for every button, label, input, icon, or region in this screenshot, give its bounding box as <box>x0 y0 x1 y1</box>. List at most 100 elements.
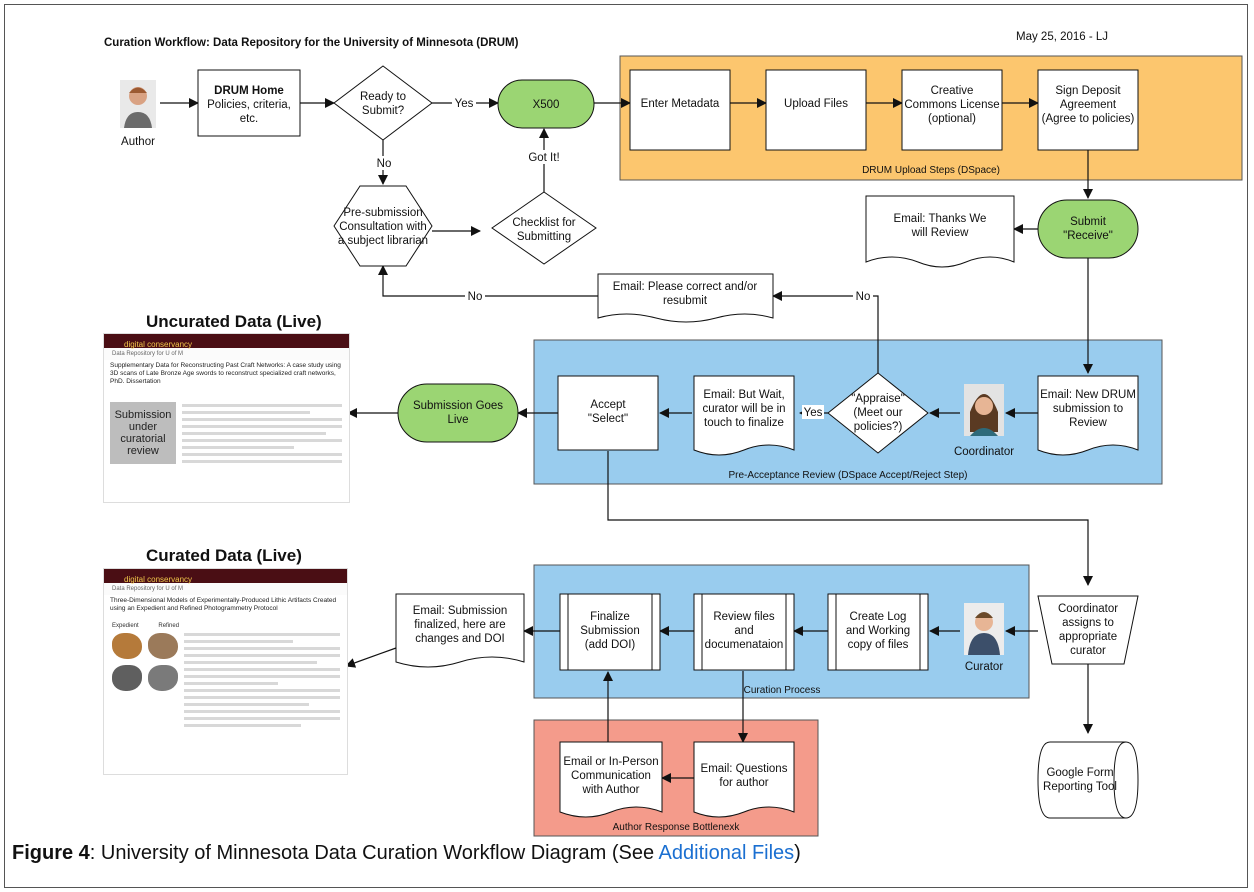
cc-license-box <box>901 69 1003 151</box>
edge-accept-assign <box>607 451 1093 586</box>
sign-deposit-box <box>1037 69 1139 151</box>
goes-live-node <box>397 383 519 443</box>
assign-line1: Coordinator <box>1058 603 1118 615</box>
upload-files-label: Upload Files <box>784 98 848 110</box>
thumb-2 <box>148 633 178 659</box>
sign-line3: (Agree to policies) <box>1042 113 1135 125</box>
finalized-line1: Email: Submission <box>413 605 508 617</box>
wait-email-doc <box>693 375 795 456</box>
assign-line3: appropriate <box>1059 631 1117 643</box>
author-label: Author <box>121 136 155 148</box>
refined-label: Refined <box>158 623 180 629</box>
additional-files-link[interactable]: Additional Files <box>658 842 795 864</box>
correct-line1: Email: Please correct and/or <box>613 281 758 293</box>
cc-line1: Creative <box>931 85 974 97</box>
uncurated-heading: Supplementary Data for Reconstructing Pa… <box>110 362 341 385</box>
curated-site-bar: digital conservancy <box>104 569 347 584</box>
thumb-4 <box>148 665 178 691</box>
appraise-line1: "Appraise" <box>851 393 905 405</box>
google-line2: Reporting Tool <box>1043 781 1117 793</box>
thumb-1 <box>112 633 142 659</box>
submit-line1: Submit <box>1070 216 1107 228</box>
uncurated-text-lines <box>182 404 342 467</box>
questions-line1: Email: Questions <box>701 763 788 775</box>
submit-line2: "Receive" <box>1063 230 1113 242</box>
x500-node <box>497 79 595 129</box>
finalized-line2: finalized, here are <box>414 619 505 631</box>
assign-curator-shape <box>1037 595 1139 665</box>
edge-label-no-2: No <box>468 291 483 303</box>
final-line3: (add DOI) <box>585 639 636 651</box>
comm-line3: with Author <box>582 784 640 796</box>
ready-line1: Ready to <box>360 91 406 103</box>
uncurated-title: Uncurated Data (Live) <box>146 312 322 331</box>
goes-line1: Submission Goes <box>413 400 503 412</box>
bottleneck-label: Author Response Bottlenexk <box>613 822 741 833</box>
thanks-email-doc <box>865 195 1015 268</box>
wait-line2: curator will be in <box>702 403 785 415</box>
checklist-line1: Checklist for <box>512 217 575 229</box>
review-line2: and <box>734 625 753 637</box>
goes-line2: Live <box>447 414 468 426</box>
presubmission-hexagon <box>333 185 433 267</box>
curated-drum-bar: Data Repository for U of M <box>104 583 347 595</box>
grey-line3: curatorial <box>120 433 166 445</box>
presub-line2: Consultation with <box>339 221 427 233</box>
uncurated-grey-box: Submission under curatorial review <box>110 402 176 464</box>
presub-line1: Pre-submission <box>343 207 422 219</box>
new-drum-email-doc <box>1037 375 1139 456</box>
caption-end: ) <box>794 842 801 864</box>
thumb-3 <box>112 665 142 691</box>
edge-label-got-it: Got It! <box>528 152 559 164</box>
finalized-line3: changes and DOI <box>415 633 505 645</box>
final-line2: Submission <box>580 625 639 637</box>
log-line2: and Working <box>846 625 910 637</box>
edge-email-curated <box>345 647 397 668</box>
edge-label-no-1: No <box>377 158 392 170</box>
upload-steps-label: DRUM Upload Steps (DSpace) <box>862 165 1000 176</box>
edge-label-yes-2: Yes <box>804 407 823 419</box>
create-log-box <box>827 593 929 671</box>
caption-label: Figure 4 <box>12 842 90 864</box>
new-line3: Review <box>1069 417 1107 429</box>
questions-email-doc <box>693 741 795 818</box>
preacceptance-label: Pre-Acceptance Review (DSpace Accept/Rej… <box>729 470 968 481</box>
final-line1: Finalize <box>590 611 630 623</box>
appraise-diamond <box>827 372 929 454</box>
submit-receive-node <box>1037 199 1139 259</box>
assign-line2: assigns to <box>1062 617 1114 629</box>
expedient-label: Expedient <box>112 623 139 629</box>
curator-label: Curator <box>965 661 1004 673</box>
figure-caption: Figure 4: University of Minnesota Data C… <box>12 842 801 865</box>
accept-select-box <box>557 375 659 451</box>
enter-metadata-box <box>629 69 731 151</box>
wait-line1: Email: But Wait, <box>703 389 784 401</box>
curated-screenshot: digital conservancy Data Repository for … <box>103 568 348 775</box>
edge-label-no-3: No <box>856 291 871 303</box>
accept-line2: "Select" <box>588 413 628 425</box>
uncurated-screenshot: digital conservancy Data Repository for … <box>103 333 350 503</box>
curator-avatar <box>964 603 1004 655</box>
thanks-line2: will Review <box>911 227 970 239</box>
diagram-title: Curation Workflow: Data Repository for t… <box>104 37 519 49</box>
checklist-diamond <box>491 191 597 265</box>
log-line3: copy of files <box>848 639 909 651</box>
wait-line3: touch to finalize <box>704 417 784 429</box>
finalize-box <box>559 593 661 671</box>
curation-label: Curation Process <box>744 685 821 696</box>
ready-line2: Submit? <box>362 105 404 117</box>
review-files-box <box>693 593 795 671</box>
curated-text-lines <box>184 633 340 731</box>
checklist-line2: Submitting <box>517 231 571 243</box>
accept-line1: Accept <box>590 399 626 411</box>
comm-line1: Email or In-Person <box>563 756 658 768</box>
presub-line3: a subject librarian <box>338 235 428 247</box>
cc-line2: Commons License <box>904 99 999 111</box>
questions-line2: for author <box>719 777 768 789</box>
uncurated-site-name: digital conservancy <box>124 340 193 349</box>
uncurated-site-bar: digital conservancy <box>104 334 349 349</box>
new-line2: submission to <box>1053 403 1123 415</box>
sign-line1: Sign Deposit <box>1055 85 1121 97</box>
correct-email-doc <box>597 273 774 323</box>
